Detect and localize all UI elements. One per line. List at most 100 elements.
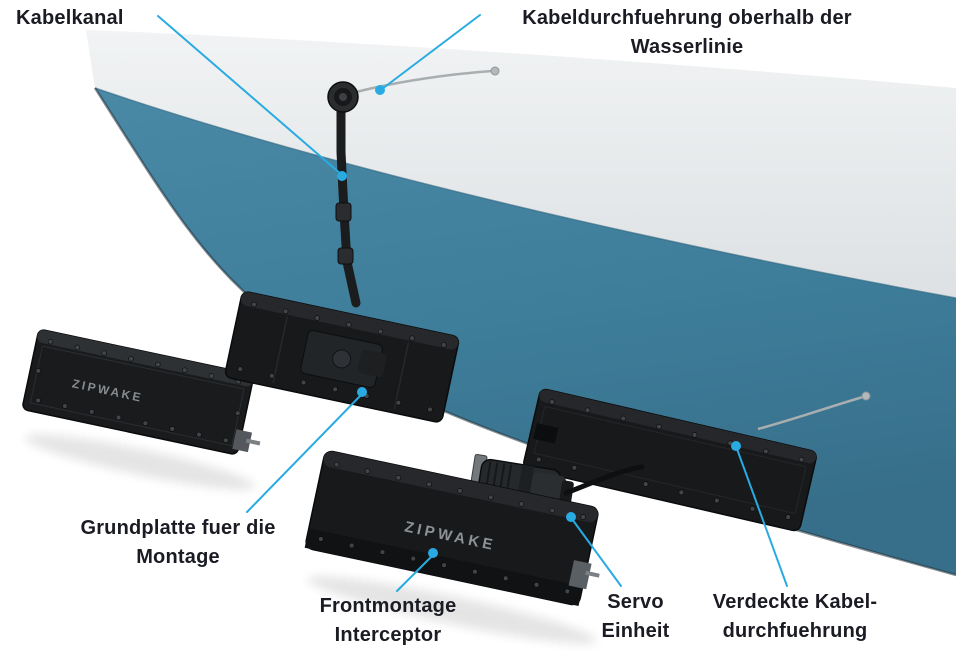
label-grundplatte-line2: Montage bbox=[136, 546, 220, 568]
screw bbox=[395, 399, 402, 406]
center-unit-servo-cap bbox=[332, 349, 352, 369]
screw bbox=[678, 489, 685, 496]
screw bbox=[88, 409, 95, 415]
screw bbox=[364, 468, 371, 474]
screw bbox=[580, 514, 586, 520]
screw bbox=[798, 456, 805, 463]
label-kabeldurchfuehrung: Kabeldurchfuehrung oberhalb der Wasserli… bbox=[478, 4, 896, 62]
front-interceptor-unit: ZIPWAKE bbox=[304, 450, 600, 607]
screw bbox=[181, 367, 188, 373]
label-verdeckte: Verdeckte Kabel- durchfuehrung bbox=[690, 588, 900, 646]
screw bbox=[549, 399, 555, 405]
callout-dot-frontmontage bbox=[428, 548, 438, 558]
screw-row bbox=[35, 397, 229, 444]
concealed-cable bbox=[757, 395, 864, 431]
center-unit-seam bbox=[272, 316, 288, 384]
screw bbox=[348, 542, 355, 549]
grommet-center bbox=[339, 93, 347, 101]
screw bbox=[223, 437, 229, 444]
screw bbox=[749, 506, 756, 512]
pipe-coupler-lower bbox=[337, 247, 354, 265]
callout-line-kabeldurchfuehrung bbox=[381, 14, 481, 90]
cable-end-tip bbox=[490, 66, 500, 76]
screw bbox=[656, 423, 662, 430]
base-plate-bracket bbox=[232, 429, 253, 453]
screw bbox=[691, 432, 698, 438]
callout-dot-grundplatte bbox=[357, 387, 367, 397]
screw-row bbox=[251, 301, 447, 348]
callout-dot-servo bbox=[566, 512, 576, 522]
base-plate-pin bbox=[245, 438, 261, 446]
screw bbox=[314, 315, 320, 321]
callout-line-grundplatte bbox=[246, 393, 363, 513]
label-verdeckte-line2: durchfuehrung bbox=[722, 620, 868, 642]
front-unit-body bbox=[305, 450, 599, 606]
screw bbox=[208, 373, 215, 379]
screw-row bbox=[235, 410, 241, 416]
screw bbox=[35, 368, 41, 374]
base-plate-shadow bbox=[24, 434, 256, 490]
callout-dots bbox=[337, 85, 741, 558]
screw bbox=[584, 407, 591, 413]
callout-dot-verdeckte bbox=[731, 441, 741, 451]
screw bbox=[379, 549, 386, 555]
center-interceptor-unit bbox=[224, 291, 460, 423]
callouts bbox=[157, 14, 788, 592]
mounting-base-plate: ZIPWAKE bbox=[22, 329, 261, 455]
screw bbox=[564, 588, 571, 595]
screw bbox=[235, 410, 241, 416]
screw-row bbox=[35, 368, 41, 374]
screw bbox=[472, 568, 478, 575]
screw bbox=[441, 562, 447, 568]
screw-row bbox=[237, 366, 433, 413]
screw bbox=[35, 397, 41, 404]
label-kabeldurchfuehrung-line2: Wasserlinie bbox=[630, 36, 744, 58]
label-grundplatte-line1: Grundplatte fuer die bbox=[80, 517, 276, 539]
screw bbox=[74, 344, 81, 351]
screw bbox=[269, 373, 275, 379]
center-unit-top-flange bbox=[240, 292, 459, 350]
screw bbox=[533, 582, 540, 588]
screw bbox=[620, 415, 627, 422]
callout-line-servo bbox=[571, 518, 622, 587]
screw-row bbox=[549, 399, 805, 463]
screw bbox=[128, 356, 134, 362]
screw bbox=[457, 488, 463, 494]
screw bbox=[377, 328, 384, 335]
base-plate-frame bbox=[29, 345, 245, 447]
screw bbox=[115, 414, 122, 421]
label-servo-line2: Einheit bbox=[601, 620, 670, 642]
right-unit-cable-port bbox=[533, 423, 559, 444]
screw bbox=[196, 431, 202, 438]
front-unit-bracket bbox=[568, 560, 592, 590]
screw bbox=[282, 308, 289, 315]
screw bbox=[536, 456, 542, 463]
label-kabelkanal: Kabelkanal bbox=[16, 4, 124, 33]
screw bbox=[300, 379, 307, 386]
front-unit-pin bbox=[585, 570, 600, 578]
label-frontmontage-line2: Interceptor bbox=[334, 624, 442, 646]
callout-line-frontmontage bbox=[396, 554, 434, 592]
callout-dot-kabelkanal bbox=[337, 171, 347, 181]
center-unit-seam bbox=[393, 342, 410, 410]
screw bbox=[251, 301, 257, 308]
label-grundplatte: Grundplatte fuer die Montage bbox=[52, 514, 304, 572]
screw bbox=[487, 494, 494, 501]
screw bbox=[318, 536, 324, 542]
screw bbox=[62, 403, 68, 409]
right-interceptor-unit bbox=[523, 388, 817, 532]
callout-line-kabelkanal bbox=[157, 15, 343, 176]
screw bbox=[155, 361, 161, 368]
screw bbox=[714, 497, 720, 504]
callout-line-verdeckte bbox=[736, 448, 788, 587]
label-kabeldurchfuehrung-line1: Kabeldurchfuehrung oberhalb der bbox=[522, 7, 852, 29]
screw bbox=[101, 350, 107, 356]
cable-above-waterline bbox=[355, 69, 493, 94]
screw bbox=[47, 338, 54, 345]
base-plate-top-flange bbox=[37, 330, 254, 387]
screw bbox=[169, 426, 175, 432]
label-servo-line1: Servo bbox=[607, 591, 664, 613]
screw bbox=[426, 481, 432, 488]
